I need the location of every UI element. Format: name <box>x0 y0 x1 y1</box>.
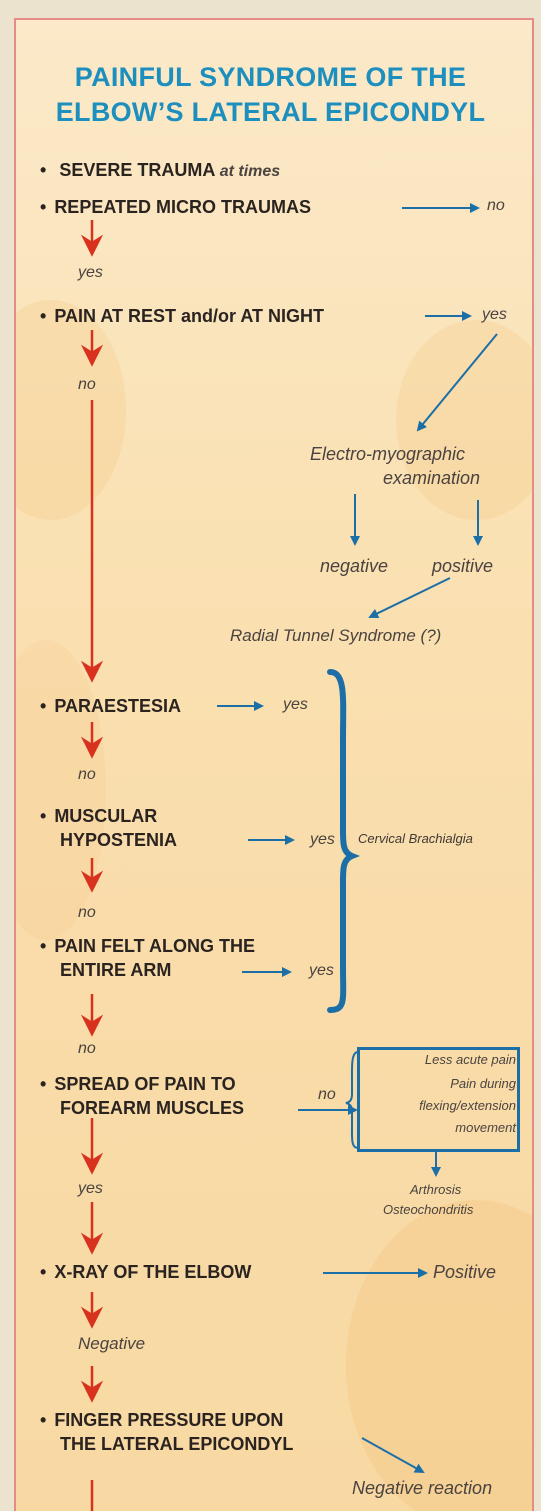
box-line-1: Less acute pain <box>425 1052 516 1067</box>
cervical-brachialgia: Cervical Brachialgia <box>358 831 473 846</box>
emg-line-2: examination <box>383 468 480 489</box>
answer-no-paraestesia: no <box>78 766 96 784</box>
osteochondritis-label: Osteochondritis <box>383 1202 473 1217</box>
answer-no-hypostenia: no <box>78 904 96 922</box>
box-line-2: Pain during <box>450 1076 516 1091</box>
answer-negative-xray: Negative <box>78 1334 145 1354</box>
answer-no-spread: no <box>318 1086 336 1104</box>
answer-positive-xray: Positive <box>433 1262 496 1283</box>
severe-trauma-note: at times <box>220 163 280 180</box>
answer-yes-rest: yes <box>482 306 507 324</box>
pain-rest-item: PAIN AT REST and/or AT NIGHT <box>40 306 324 327</box>
xray-item: X-RAY OF THE ELBOW <box>40 1262 251 1283</box>
micro-traumas-item: REPEATED MICRO TRAUMAS <box>40 197 311 218</box>
finger-item-line-2: THE LATERAL EPICONDYL <box>60 1434 293 1455</box>
arthrosis-label: Arthrosis <box>410 1182 461 1197</box>
pain-arm-item-line-2: ENTIRE ARM <box>60 960 171 981</box>
answer-negative-reaction: Negative reaction <box>352 1478 492 1499</box>
severe-trauma-item: SEVERE TRAUMA at times <box>40 160 280 181</box>
severe-trauma-label: SEVERE TRAUMA <box>59 160 214 180</box>
pain-arm-item-line-1: PAIN FELT ALONG THE <box>40 936 255 957</box>
emg-line-1: Electro-myographic <box>310 444 465 465</box>
answer-no-micro: no <box>487 197 505 215</box>
box-line-4: movement <box>455 1120 516 1135</box>
answer-yes-micro: yes <box>78 264 103 282</box>
answer-no-rest: no <box>78 376 96 394</box>
paraestesia-item: PARAESTESIA <box>40 696 181 717</box>
muscular-item-line-1: MUSCULAR <box>40 806 157 827</box>
emg-negative: negative <box>320 556 388 577</box>
spread-item-line-1: SPREAD OF PAIN TO <box>40 1074 236 1095</box>
answer-yes-hypostenia: yes <box>310 831 335 849</box>
answer-no-arm: no <box>78 1040 96 1058</box>
finger-item-line-1: FINGER PRESSURE UPON <box>40 1410 283 1431</box>
red-arrows <box>84 220 100 1511</box>
radial-tunnel-syndrome: Radial Tunnel Syndrome (?) <box>230 626 441 646</box>
muscular-item-line-2: HYPOSTENIA <box>60 830 177 851</box>
box-line-3: flexing/extension <box>419 1098 516 1113</box>
answer-yes-spread: yes <box>78 1180 103 1198</box>
answer-yes-arm: yes <box>309 962 334 980</box>
spread-item-line-2: FOREARM MUSCLES <box>60 1098 244 1119</box>
answer-yes-paraestesia: yes <box>283 696 308 714</box>
emg-positive: positive <box>432 556 493 577</box>
